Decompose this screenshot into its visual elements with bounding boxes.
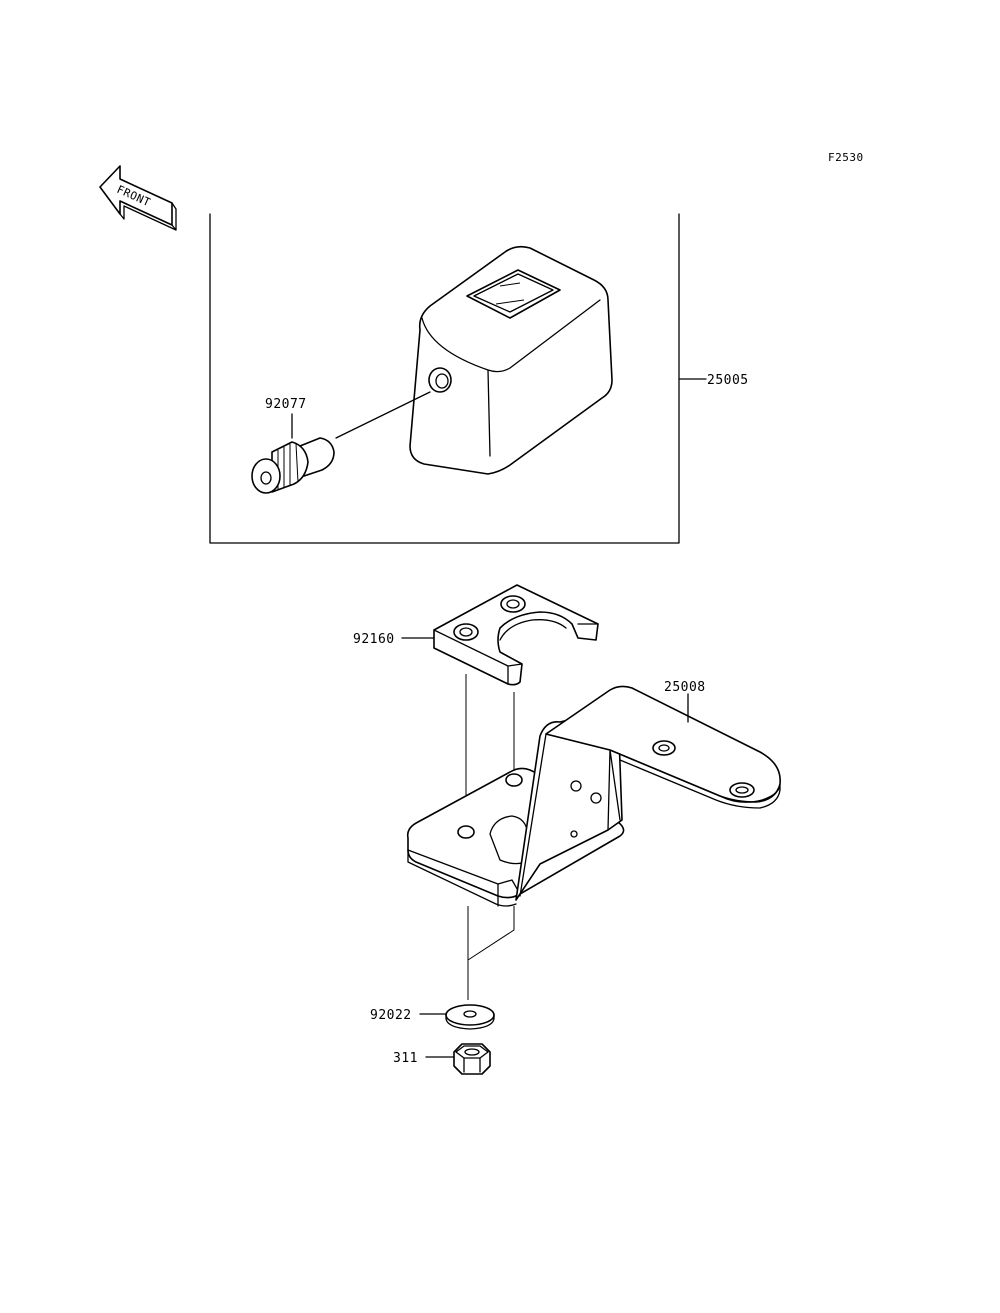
cable-adapter (251, 391, 431, 494)
part-label-311: 311 (393, 1051, 418, 1066)
assembly-frame (209, 213, 707, 544)
part-label-25008: 25008 (664, 680, 706, 695)
meter-housing (409, 245, 613, 475)
figure-code: F2530 (828, 151, 864, 164)
meter-bracket (406, 685, 781, 907)
nut (425, 1043, 491, 1075)
bracket-plate (401, 584, 599, 686)
part-label-92077: 92077 (265, 397, 307, 412)
washer (419, 1004, 495, 1030)
part-label-92022: 92022 (370, 1008, 412, 1023)
part-label-92160: 92160 (353, 632, 395, 647)
part-label-25005: 25005 (707, 373, 749, 388)
front-arrow-icon: FRONT (99, 165, 177, 231)
